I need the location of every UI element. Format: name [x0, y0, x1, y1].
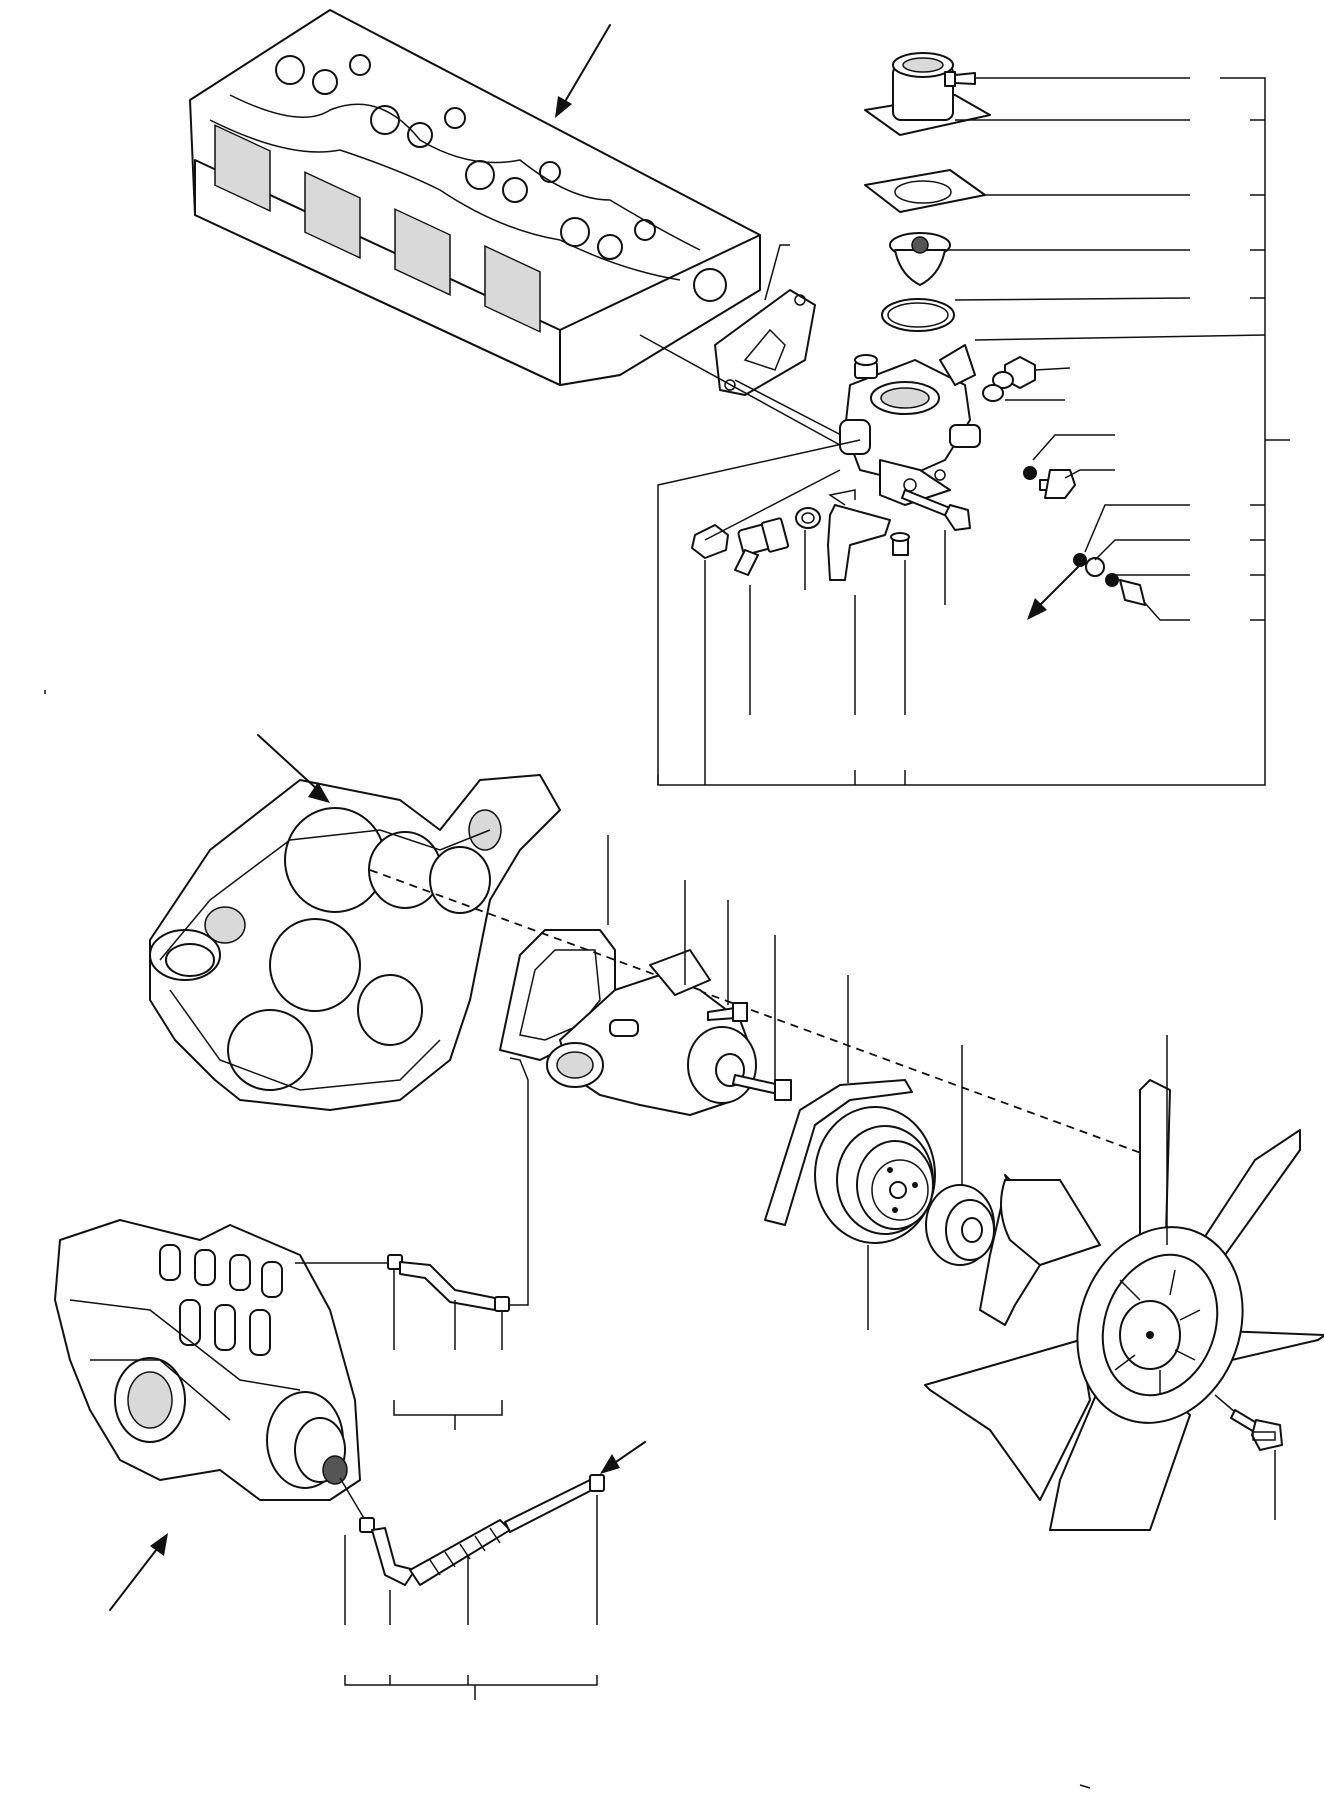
- water-pump-pulley: [814, 1106, 936, 1244]
- gear-case: [149, 774, 561, 1111]
- arrowhead: [1027, 598, 1047, 620]
- assembly-center-line: [369, 869, 1161, 1161]
- thermostat-housing-gasket: [714, 289, 816, 396]
- washer: [982, 384, 1004, 402]
- bracket-bolt: [890, 532, 910, 556]
- fan-bolt: [1230, 1409, 1283, 1451]
- gear-case-pointer-arrow: [257, 734, 319, 791]
- leader-line: [764, 244, 790, 301]
- long-bolt: [901, 489, 971, 531]
- arrowhead: [555, 96, 572, 118]
- arrowhead: [600, 1454, 620, 1474]
- pump-bolt-long: [732, 1074, 792, 1101]
- lower-hose-assembly: [339, 1474, 605, 1586]
- pump-bolt-short: [707, 1002, 748, 1022]
- plug-nut: [691, 524, 729, 559]
- cooling-fan: [924, 1079, 1324, 1531]
- fuel-injection-pump: [54, 1219, 361, 1501]
- arrowhead: [308, 782, 330, 803]
- cylinder-head-pointer-arrow: [562, 24, 611, 106]
- edge-mark: [1079, 1784, 1091, 1789]
- thermostat: [889, 232, 951, 286]
- plug-small: [854, 354, 878, 379]
- arrowhead: [150, 1533, 168, 1556]
- cover-gasket: [864, 169, 986, 213]
- upper-hose-bracket: [393, 1270, 503, 1430]
- upper-hose-assembly: [295, 1057, 529, 1312]
- outlet-arrow: [1034, 564, 1081, 611]
- cover-bolt: [944, 71, 976, 87]
- temperature-sender: [734, 517, 790, 576]
- leader-line: [639, 334, 841, 446]
- cylinder-head: [189, 9, 761, 386]
- lower-hose-bracket: [344, 1495, 598, 1700]
- valve-seats: [275, 54, 656, 260]
- thermostat-seal-ring: [881, 298, 955, 332]
- thermostat-housing: [839, 344, 981, 506]
- fan-spacer: [925, 1184, 995, 1266]
- leader-line: [1214, 1394, 1236, 1413]
- fan-belt: [764, 1079, 913, 1226]
- bracket: [827, 504, 891, 581]
- thermostat-leader-lines: [657, 77, 1290, 786]
- water-outlet-cover: [864, 52, 991, 136]
- banjo-fitting: [1073, 553, 1146, 606]
- injection-pump-pointer-arrow: [109, 1544, 161, 1611]
- sender-washer: [795, 507, 821, 529]
- hex-bolt: [1039, 469, 1076, 499]
- o-ring: [1023, 466, 1037, 480]
- drain-plug: [992, 356, 1036, 389]
